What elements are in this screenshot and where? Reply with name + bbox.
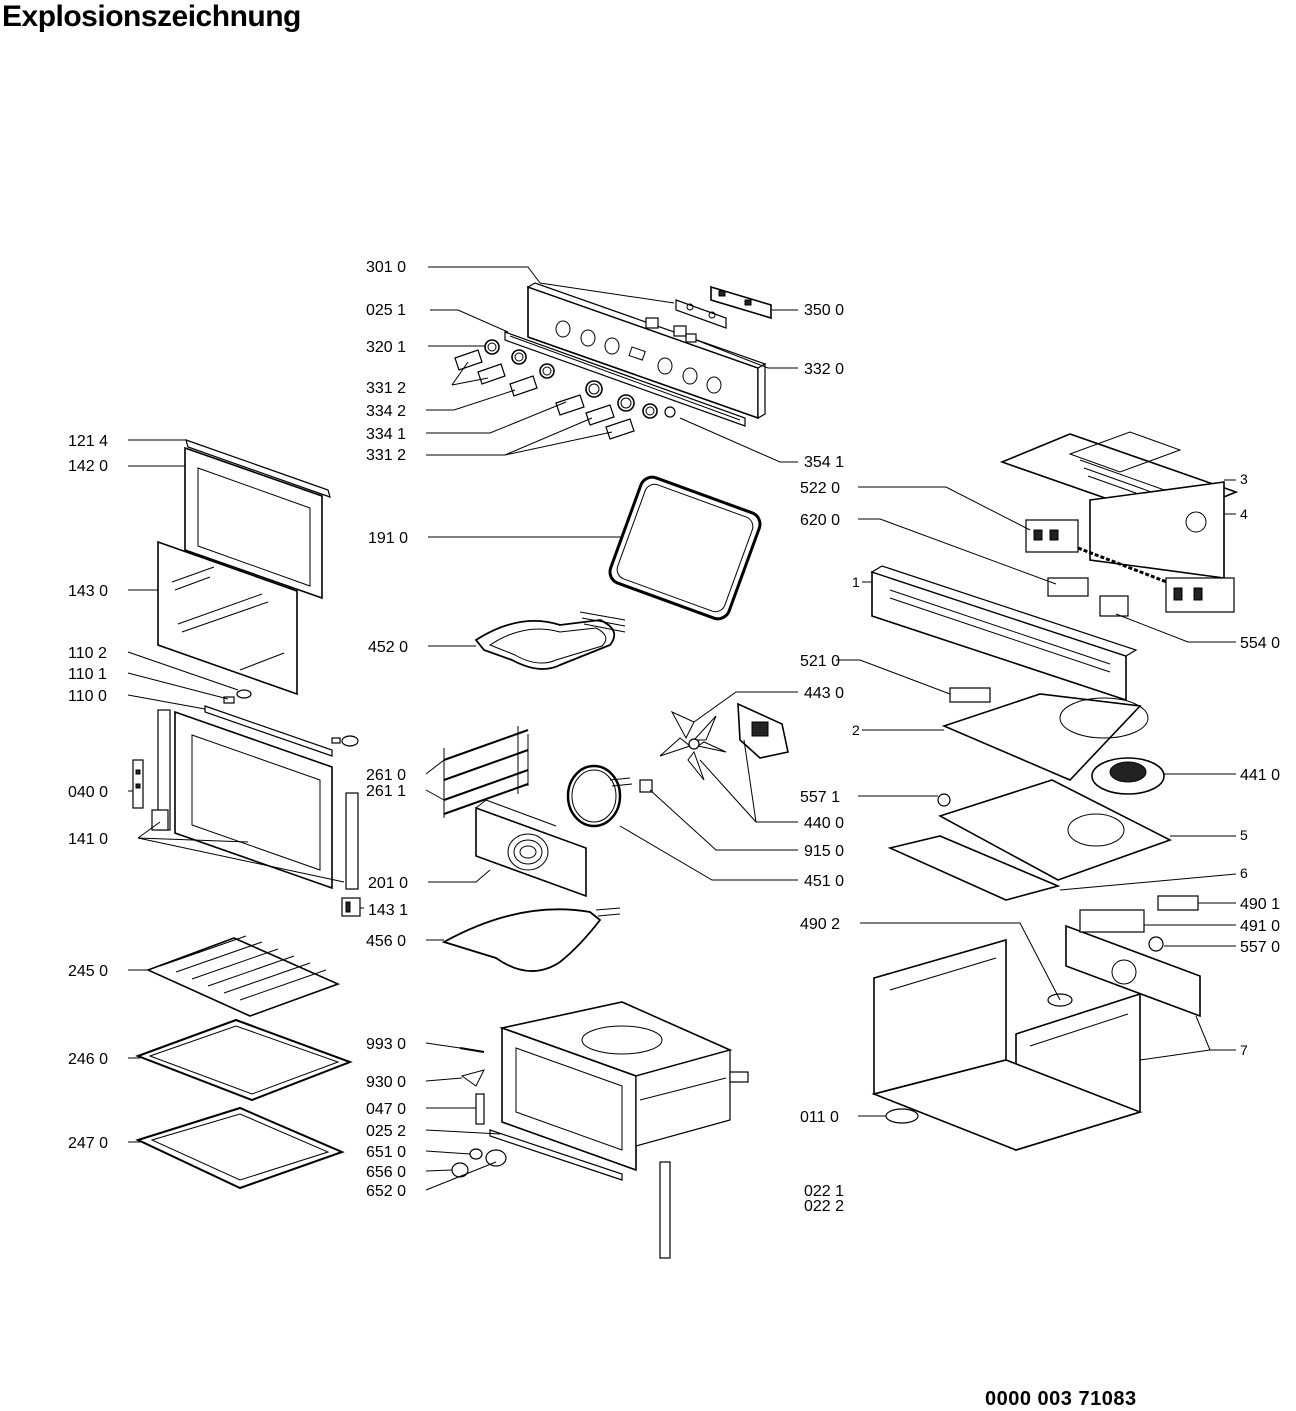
cooling-fan [1091, 757, 1165, 795]
label-261-0: 261 0 [366, 767, 406, 784]
label-522-0: 522 0 [800, 480, 840, 497]
label-620-0: 620 0 [800, 512, 840, 529]
label-4: 4 [1240, 506, 1248, 522]
label-025-2: 025 2 [366, 1123, 406, 1140]
door-group [132, 439, 361, 917]
label-554-0: 554 0 [1240, 635, 1280, 652]
label-441-0: 441 0 [1240, 767, 1280, 784]
control-electronics [1025, 481, 1235, 617]
outer-casing [871, 938, 1143, 1152]
control-board-7 [1065, 895, 1201, 1018]
label-110-0: 110 0 [68, 688, 107, 705]
rear-fan-panel [475, 799, 587, 898]
label-6: 6 [1240, 865, 1248, 881]
label-557-1: 557 1 [800, 789, 840, 806]
label-332-0: 332 0 [804, 361, 844, 378]
oven-rack [145, 935, 341, 1017]
label-245-0: 245 0 [68, 963, 108, 980]
fan-assembly [639, 702, 789, 793]
label-261-1: 261 1 [366, 783, 406, 800]
page-title: Explosionszeichnung [2, 0, 301, 33]
label-490-1: 490 1 [1240, 896, 1280, 913]
label-7: 7 [1240, 1042, 1248, 1058]
drip-pan [135, 1106, 345, 1190]
label-2: 2 [852, 722, 860, 738]
baking-tray [135, 1018, 353, 1102]
label-334-1: 334 1 [366, 426, 406, 443]
oven-cavity [451, 1001, 749, 1259]
label-025-1: 025 1 [366, 302, 406, 319]
label-491-0: 491 0 [1240, 918, 1280, 935]
label-141-0: 141 0 [68, 831, 108, 848]
label-201-0: 201 0 [368, 875, 408, 892]
label-521-0: 521 0 [800, 653, 840, 670]
label-1: 1 [852, 574, 860, 590]
top-heating-element [474, 611, 626, 670]
fan-guard-plate [941, 687, 1149, 781]
front-frame [870, 565, 1138, 702]
circular-heating-element [566, 764, 633, 828]
label-121-4: 121 4 [68, 433, 108, 450]
label-440-0: 440 0 [804, 815, 844, 832]
label-142-0: 142 0 [68, 458, 108, 475]
deflector-6 [887, 835, 1061, 901]
label-143-1: 143 1 [368, 902, 408, 919]
label-490-2: 490 2 [800, 916, 840, 933]
label-247-0: 247 0 [68, 1135, 108, 1152]
label-191-0: 191 0 [368, 530, 408, 547]
label-143-0: 143 0 [68, 583, 108, 600]
label-993-0: 993 0 [366, 1036, 406, 1053]
label-011-0: 011 0 [800, 1109, 839, 1126]
document-number: 0000 003 71083 [985, 1388, 1137, 1410]
label-456-0: 456 0 [366, 933, 406, 950]
label-110-1: 110 1 [68, 666, 107, 683]
part-labels: 301 0 025 1 320 1 331 2 334 2 334 1 331 … [68, 259, 1280, 1215]
label-301-0: 301 0 [366, 259, 406, 276]
shelf-rails [443, 726, 529, 818]
oven-gasket [608, 475, 762, 621]
label-443-0: 443 0 [804, 685, 844, 702]
label-915-0: 915 0 [804, 843, 844, 860]
label-5: 5 [1240, 827, 1248, 843]
label-651-0: 651 0 [366, 1144, 406, 1161]
label-3: 3 [1240, 471, 1248, 487]
knob-row-left [454, 339, 555, 397]
bottom-plate-5 [937, 779, 1173, 881]
label-350-0: 350 0 [804, 302, 844, 319]
label-930-0: 930 0 [366, 1074, 406, 1091]
label-334-2: 334 2 [366, 403, 406, 420]
label-047-0: 047 0 [366, 1101, 406, 1118]
label-320-1: 320 1 [366, 339, 406, 356]
label-110-2: 110 2 [68, 645, 107, 662]
label-652-0: 652 0 [366, 1183, 406, 1200]
label-452-0: 452 0 [368, 639, 408, 656]
label-040-0: 040 0 [68, 784, 108, 801]
leader-lines [127, 266, 1237, 1191]
label-451-0: 451 0 [804, 873, 844, 890]
label-557-0: 557 0 [1240, 939, 1280, 956]
label-331-2-b: 331 2 [366, 447, 406, 464]
label-246-0: 246 0 [68, 1051, 108, 1068]
label-331-2-a: 331 2 [366, 380, 406, 397]
label-022-1: 022 1 [804, 1183, 844, 1200]
label-022-2: 022 2 [804, 1198, 844, 1215]
knob-row-right [555, 380, 676, 440]
label-354-1: 354 1 [804, 454, 844, 471]
bottom-heating-element [441, 907, 621, 972]
label-656-0: 656 0 [366, 1164, 406, 1181]
control-panel-group [454, 282, 772, 440]
